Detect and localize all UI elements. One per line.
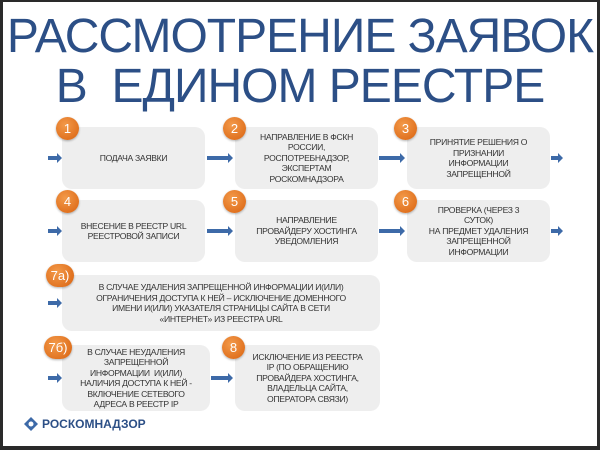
step-number-badge: 7б) [44,336,72,359]
logo-text: РОСКОМНАДЗОР [42,417,146,431]
step-box-5: НАПРАВЛЕНИЕ ПРОВАЙДЕРУ ХОСТИНГА УВЕДОМЛЕ… [235,200,378,262]
step-number-badge: 7а) [46,264,74,287]
step-box-7: В СЛУЧАЕ УДАЛЕНИЯ ЗАПРЕЩЕННОЙ ИНФОРМАЦИИ… [62,275,380,331]
roskomnadzor-logo: РОСКОМНАДЗОР [24,417,146,431]
arrow-right-icon [48,298,62,308]
step-number-badge: 8 [222,336,245,359]
step-box-8: В СЛУЧАЕ НЕУДАЛЕНИЯ ЗАПРЕЩЕННОЙ ИНФОРМАЦ… [62,345,210,411]
arrow-right-icon [211,373,233,383]
title-line-1: РАССМОТРЕНИЕ ЗАЯВОК [6,10,594,63]
arrow-right-icon [48,373,62,383]
arrow-right-icon [48,226,62,236]
step-box-9: ИСКЛЮЧЕНИЕ ИЗ РЕЕСТРА IP (ПО ОБРАЩЕНИЮ П… [235,345,380,411]
arrow-right-icon [48,153,62,163]
arrow-right-icon [379,153,405,163]
step-box-3: ПРИНЯТИЕ РЕШЕНИЯ О ПРИЗНАНИИ ИНФОРМАЦИИ … [407,127,550,189]
arrow-right-icon [207,226,233,236]
arrow-right-icon [551,226,563,236]
step-number-badge: 5 [223,190,246,213]
arrow-right-icon [379,226,405,236]
step-number-badge: 3 [394,117,417,140]
step-box-4: ВНЕСЕНИЕ В РЕЕСТР URL РЕЕСТРОВОЙ ЗАПИСИ [62,200,205,262]
step-number-badge: 6 [394,190,417,213]
arrow-right-icon [551,153,563,163]
step-number-badge: 1 [56,117,79,140]
step-box-2: НАПРАВЛЕНИЕ В ФСКН РОССИИ, РОСПОТРЕБНАДЗ… [235,127,378,189]
title-line-2: В ЕДИНОМ РЕЕСТРЕ [55,60,546,113]
logo-icon [24,417,38,431]
step-number-badge: 2 [223,117,246,140]
arrow-right-icon [207,153,233,163]
step-box-1: ПОДАЧА ЗАЯВКИ [62,127,205,189]
step-number-badge: 4 [56,190,79,213]
step-box-6: ПРОВЕРКА (ЧЕРЕЗ 3 СУТОК) НА ПРЕДМЕТ УДАЛ… [407,200,550,262]
